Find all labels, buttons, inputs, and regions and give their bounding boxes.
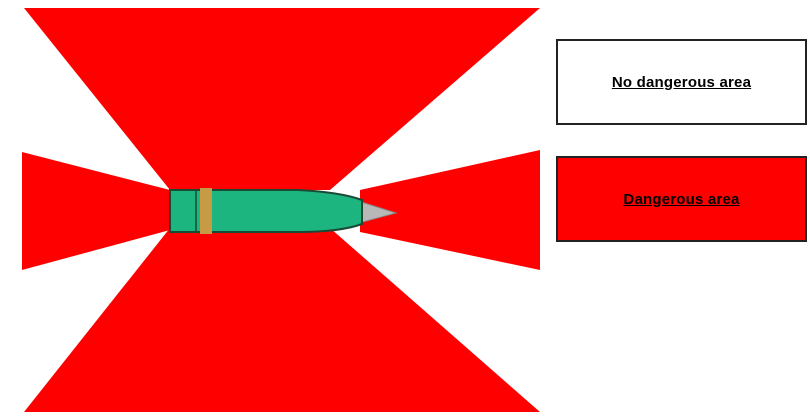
shell-body: [169, 189, 363, 233]
shell-driving-band: [200, 188, 212, 234]
danger-zone-left: [22, 152, 170, 270]
danger-zone-right: [360, 150, 540, 270]
legend-danger-box: Dangerous area: [556, 156, 807, 242]
danger-zone-bottom: [24, 228, 540, 412]
legend-no-danger-box: No dangerous area: [556, 39, 807, 125]
danger-zone-diagram: [22, 8, 540, 412]
legend-no-danger-label: No dangerous area: [611, 73, 752, 91]
legend-danger-label: Dangerous area: [623, 190, 740, 208]
artillery-shell-icon: [169, 188, 398, 234]
danger-zone-top: [24, 8, 540, 190]
